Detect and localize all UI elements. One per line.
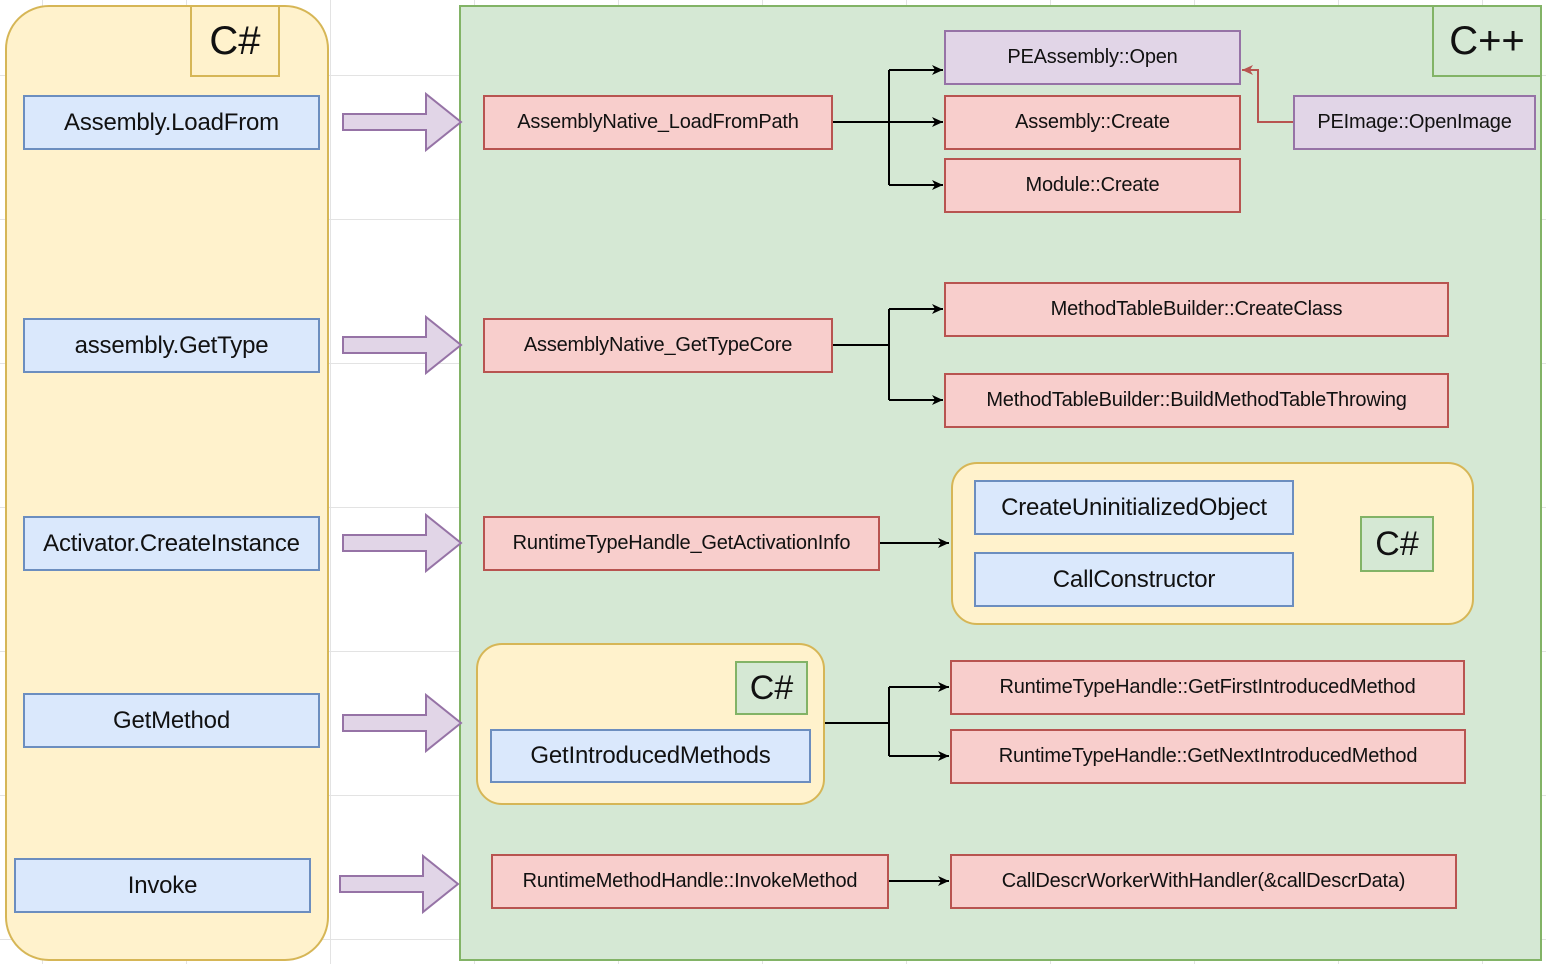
createuninitializedobject-box: CreateUninitializedObject <box>974 480 1294 535</box>
assemblynative-gettypecore-box: AssemblyNative_GetTypeCore <box>483 318 833 373</box>
callconstructor-box: CallConstructor <box>974 552 1294 607</box>
cpp-layer-label: C++ <box>1432 5 1542 77</box>
module-create-box: Module::Create <box>944 158 1241 213</box>
getmethod-box: GetMethod <box>23 693 320 748</box>
runtimetypehandle-getfirstintroducedmethod-box: RuntimeTypeHandle::GetFirstIntroducedMet… <box>950 660 1465 715</box>
assembly-loadfrom-box: Assembly.LoadFrom <box>23 95 320 150</box>
invoke-box: Invoke <box>14 858 311 913</box>
assembly-create-box: Assembly::Create <box>944 95 1241 150</box>
csharp-layer-label: C# <box>190 5 280 77</box>
getintroducedmethods-box: GetIntroducedMethods <box>490 729 811 783</box>
activator-csharp-label: C# <box>1360 516 1434 572</box>
methodtablebuilder-createclass-box: MethodTableBuilder::CreateClass <box>944 282 1449 337</box>
runtimetypehandle-getactivationinfo-box: RuntimeTypeHandle_GetActivationInfo <box>483 516 880 571</box>
methodtablebuilder-buildmethodtablethrowing-box: MethodTableBuilder::BuildMethodTableThro… <box>944 373 1449 428</box>
assembly-gettype-box: assembly.GetType <box>23 318 320 373</box>
transition-arrow-loadfrom <box>342 91 463 153</box>
transition-arrow-invoke <box>339 853 460 915</box>
getmethod-csharp-label: C# <box>735 661 808 715</box>
transition-arrow-getmethod <box>342 692 463 754</box>
calldescrworkerwithhandler-box: CallDescrWorkerWithHandler(&callDescrDat… <box>950 854 1457 909</box>
csharp-layer-panel <box>5 5 329 961</box>
assemblynative-loadfrompath-box: AssemblyNative_LoadFromPath <box>483 95 833 150</box>
activator-createinstance-box: Activator.CreateInstance <box>23 516 320 571</box>
peimage-openimage-box: PEImage::OpenImage <box>1293 95 1536 150</box>
peassembly-open-box: PEAssembly::Open <box>944 30 1241 85</box>
transition-arrow-createinstance <box>342 512 463 574</box>
runtimetypehandle-getnextintroducedmethod-box: RuntimeTypeHandle::GetNextIntroducedMeth… <box>950 729 1466 784</box>
transition-arrow-gettype <box>342 314 463 376</box>
runtimemethodhandle-invokemethod-box: RuntimeMethodHandle::InvokeMethod <box>491 854 889 909</box>
